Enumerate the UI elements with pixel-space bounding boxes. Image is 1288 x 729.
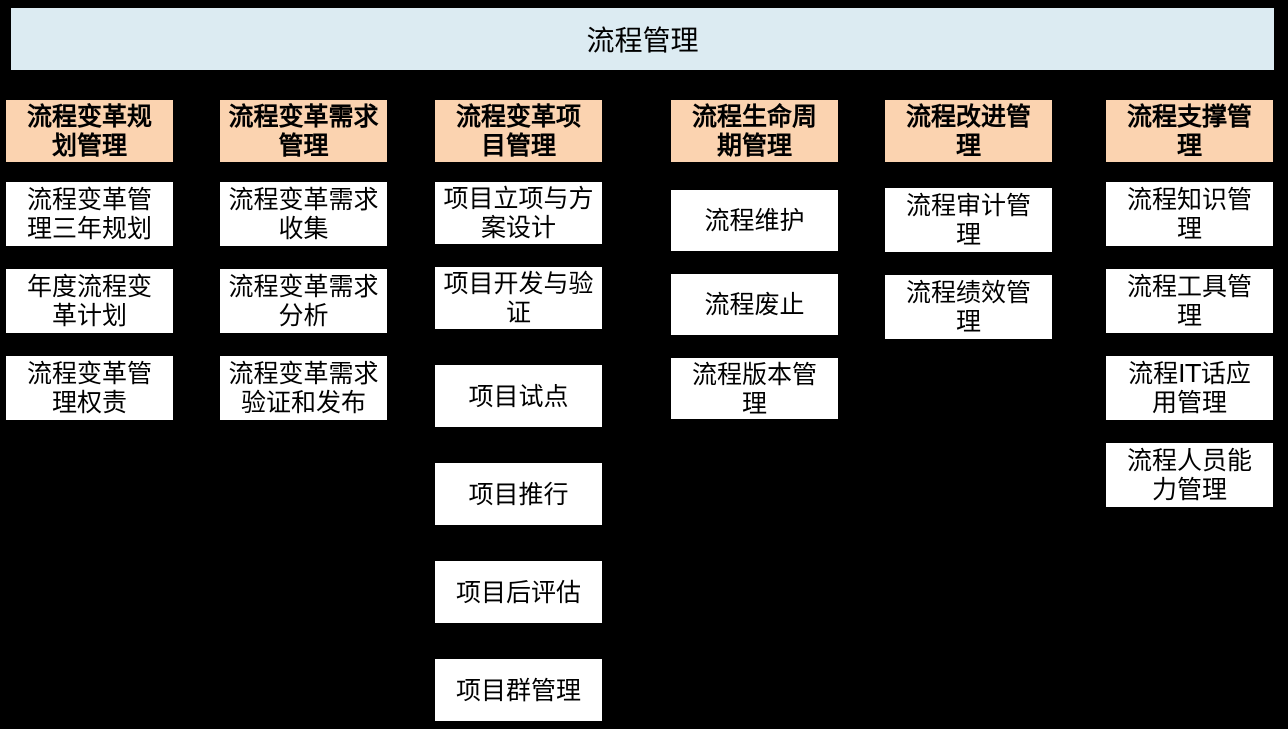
item-box: 项目开发与验 证	[435, 267, 602, 329]
item-box: 流程变革管 理权责	[6, 356, 173, 420]
item-box: 项目立项与方 案设计	[435, 182, 602, 244]
item-box: 流程变革需求 收集	[220, 182, 387, 246]
column-header: 流程生命周 期管理	[671, 100, 838, 162]
item-box: 流程废止	[671, 274, 838, 335]
column-support: 流程支撑管 理 流程知识管 理 流程工具管 理 流程IT话应 用管理 流程人员能…	[1106, 100, 1273, 507]
column-header: 流程改进管 理	[885, 100, 1052, 162]
item-box: 流程版本管 理	[671, 358, 838, 419]
column-change-planning: 流程变革规 划管理 流程变革管 理三年规划 年度流程变 革计划 流程变革管 理权…	[6, 100, 173, 420]
item-box: 流程绩效管 理	[885, 275, 1052, 339]
item-box: 流程变革管 理三年规划	[6, 182, 173, 246]
column-improvement: 流程改进管 理 流程审计管 理 流程绩效管 理	[885, 100, 1052, 339]
item-box: 流程审计管 理	[885, 188, 1052, 252]
item-box: 流程变革需求 验证和发布	[220, 356, 387, 420]
item-box: 流程人员能 力管理	[1106, 443, 1273, 507]
diagram-title: 流程管理	[11, 8, 1274, 70]
item-box: 流程工具管 理	[1106, 269, 1273, 333]
item-box: 项目推行	[435, 463, 602, 525]
column-header: 流程变革需求 管理	[220, 100, 387, 162]
column-change-requirements: 流程变革需求 管理 流程变革需求 收集 流程变革需求 分析 流程变革需求 验证和…	[220, 100, 387, 420]
item-box: 项目后评估	[435, 561, 602, 623]
item-box: 流程变革需求 分析	[220, 269, 387, 333]
column-header: 流程支撑管 理	[1106, 100, 1273, 162]
item-box: 流程维护	[671, 190, 838, 251]
item-box: 项目试点	[435, 365, 602, 427]
item-box: 流程IT话应 用管理	[1106, 356, 1273, 420]
column-header: 流程变革规 划管理	[6, 100, 173, 162]
column-change-projects: 流程变革项 目管理 项目立项与方 案设计 项目开发与验 证 项目试点 项目推行 …	[435, 100, 602, 721]
item-box: 年度流程变 革计划	[6, 269, 173, 333]
column-lifecycle: 流程生命周 期管理 流程维护 流程废止 流程版本管 理	[671, 100, 838, 419]
item-box: 项目群管理	[435, 659, 602, 721]
column-header: 流程变革项 目管理	[435, 100, 602, 162]
item-box: 流程知识管 理	[1106, 182, 1273, 246]
